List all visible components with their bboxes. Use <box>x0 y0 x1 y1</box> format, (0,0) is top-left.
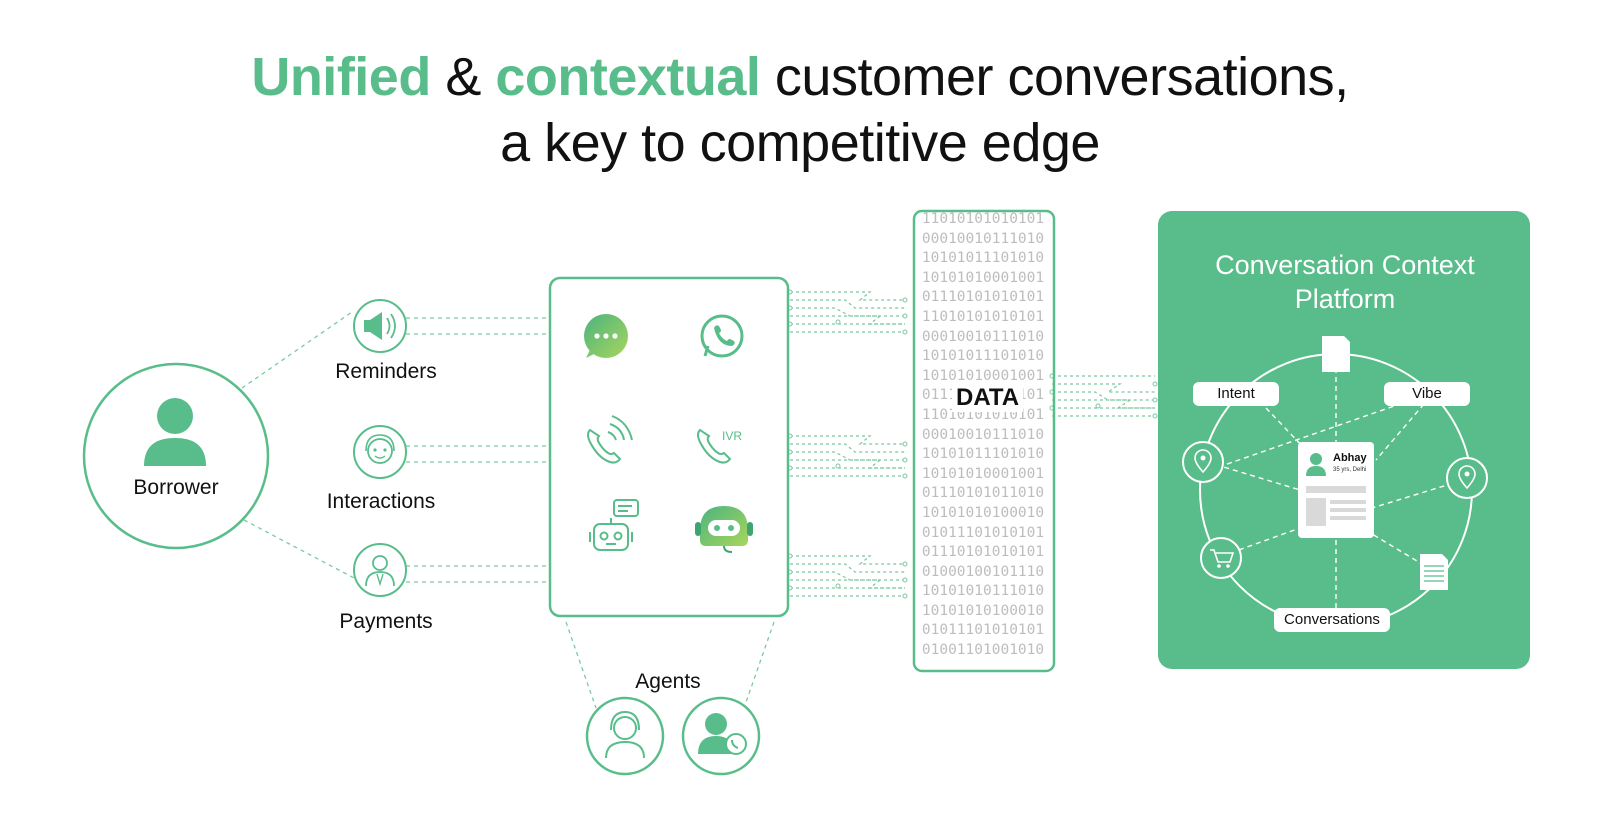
tag-conversations: Conversations <box>1274 608 1390 632</box>
title-line-1: Unified & contextual customer conversati… <box>0 46 1600 108</box>
binary-row: 00010010111010 <box>921 230 1045 247</box>
tag-vibe: Vibe <box>1384 382 1470 406</box>
profile-name: Abhay <box>1333 452 1367 464</box>
binary-row: 01011101010101 <box>921 524 1045 541</box>
ivr-phone-icon: IVR <box>697 428 742 464</box>
borrower-person-icon <box>144 398 206 466</box>
platform-title: Conversation Context Platform <box>1160 248 1530 316</box>
phone-agent-icon <box>681 696 761 776</box>
binary-row: 01110101010101 <box>921 289 1045 306</box>
binary-data-column: 11010101010101 00010010111010 101010111010… <box>916 210 1050 668</box>
title-ampersand: & <box>430 47 496 107</box>
channel-hub-connectors <box>406 317 548 583</box>
shopping-cart-icon <box>1200 537 1242 579</box>
receipt-icon <box>1420 554 1448 590</box>
chat-bubble-icon <box>584 314 628 358</box>
binary-row: 10101011101010 <box>921 348 1045 365</box>
headset-agent-icon <box>585 696 665 776</box>
data-column-box <box>912 209 1056 673</box>
title-unified: Unified <box>251 47 431 107</box>
tag-intent: Intent <box>1193 382 1279 406</box>
location-pin-icon-left <box>1182 441 1224 483</box>
profile-sub: 35 yrs, Delhi <box>1333 467 1367 473</box>
bundle-nodes <box>787 289 908 599</box>
title-contextual: contextual <box>495 47 761 107</box>
borrower-connectors <box>241 311 355 579</box>
hub-agent-connectors <box>565 621 775 709</box>
whatsapp-icon <box>700 314 744 358</box>
data-platform-connectors <box>1052 375 1155 417</box>
binary-row: 00010010111010 <box>921 426 1045 443</box>
binary-row: 01110101011010 <box>921 485 1045 502</box>
borrower-label: Borrower <box>133 476 219 499</box>
binary-row: 01110101010101 <box>921 544 1045 561</box>
document-icon <box>1322 336 1350 372</box>
binary-row: 01001101001010 <box>921 642 1045 659</box>
ivr-text: IVR <box>722 429 742 443</box>
agents-label: Agents <box>635 670 701 693</box>
binary-row: 10101010001001 <box>921 367 1045 384</box>
platform-bundle-nodes <box>1049 373 1158 419</box>
hub-data-connectors <box>790 291 905 597</box>
data-label: DATA <box>952 384 1024 412</box>
binary-row: 10101010001001 <box>921 269 1045 286</box>
platform-title-line-1: Conversation Context <box>1215 250 1475 280</box>
chatbot-icon <box>589 499 639 551</box>
binary-row: 01000100101110 <box>921 563 1045 580</box>
binary-row: 10101010100010 <box>921 602 1045 619</box>
binary-row: 00010010111010 <box>921 328 1045 345</box>
binary-row: 01011101010101 <box>921 622 1045 639</box>
support-robot-icon <box>695 506 753 553</box>
phone-call-icon <box>587 415 633 464</box>
binary-row: 10101011101010 <box>921 446 1045 463</box>
megaphone-icon <box>353 299 407 353</box>
binary-row: 11010101010101 <box>921 211 1045 227</box>
location-pin-icon-right <box>1446 457 1488 499</box>
binary-row: 10101010001001 <box>921 465 1045 482</box>
title-rest: customer conversations, <box>760 47 1349 107</box>
channel-label-reminders: Reminders <box>335 360 437 383</box>
title-line-2: a key to competitive edge <box>500 113 1100 173</box>
bot-face-icon <box>353 425 407 479</box>
platform-title-line-2: Platform <box>1294 284 1396 314</box>
binary-row: 10101011101010 <box>921 250 1045 267</box>
profile-card <box>1298 442 1374 538</box>
channel-label-interactions: Interactions <box>326 490 436 513</box>
binary-row: 10101010100010 <box>921 504 1045 521</box>
binary-row: 10101010111010 <box>921 583 1045 600</box>
agent-person-icon <box>353 543 407 597</box>
channel-label-payments: Payments <box>339 610 433 633</box>
binary-row: 11010101010101 <box>921 308 1045 325</box>
